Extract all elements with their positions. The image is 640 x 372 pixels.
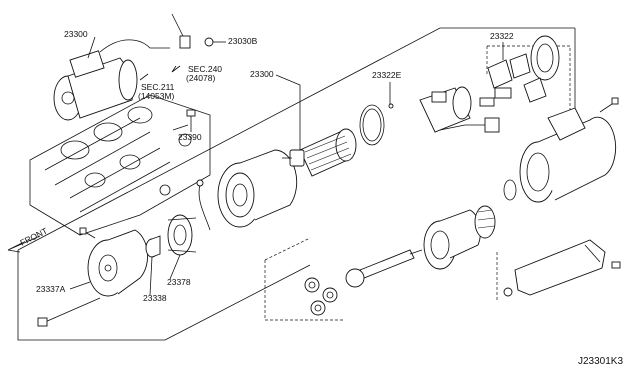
- label-sec240-code: (24078): [186, 73, 215, 83]
- yoke-housing: [217, 149, 298, 228]
- label-23322: 23322: [490, 31, 514, 41]
- pinion-shaft: [345, 249, 423, 288]
- rear-cover: [87, 229, 149, 297]
- ring-23322e: [359, 103, 394, 146]
- bushing-23338: [145, 235, 161, 258]
- label-23300-top: 23300: [64, 29, 88, 39]
- harness-23030b: [171, 13, 226, 49]
- gear-housing: [519, 97, 619, 203]
- front-arrow: [7, 235, 41, 253]
- brush-holder-23378: [167, 214, 197, 256]
- label-23390: 23390: [178, 132, 202, 142]
- screw-small: [79, 227, 96, 239]
- label-sec211-code: (14053M): [138, 91, 175, 101]
- planetary-gears: [264, 237, 345, 321]
- assembly-frame: [17, 27, 576, 341]
- label-front: FRONT: [18, 226, 49, 248]
- label-23030b: 23030B: [228, 36, 258, 46]
- label-23322e: 23322E: [372, 70, 402, 80]
- through-bolt-23337a: [37, 297, 101, 327]
- label-23337a: 23337A: [36, 284, 66, 294]
- label-sec211: SEC.211: [141, 82, 175, 92]
- solenoid-switch: [419, 86, 512, 133]
- dust-cover: [496, 239, 621, 300]
- diagram-code: J23301K3: [578, 356, 623, 367]
- label-sec240: SEC.240: [188, 64, 222, 74]
- engine-block: [29, 94, 211, 236]
- label-23338: 23338: [143, 293, 167, 303]
- starter-assembly-mounted: [53, 39, 170, 121]
- parts-23322-group: [486, 35, 571, 135]
- bolt-23390: [186, 109, 196, 132]
- armature: [282, 128, 357, 177]
- label-23300-mid: 23300: [250, 69, 274, 79]
- overrunning-clutch: [423, 205, 496, 270]
- section-arrows: [139, 65, 181, 81]
- label-23378: 23378: [167, 277, 191, 287]
- leader-lines: [69, 36, 504, 296]
- brush-lead: [196, 179, 211, 231]
- washer-ring: [503, 179, 517, 201]
